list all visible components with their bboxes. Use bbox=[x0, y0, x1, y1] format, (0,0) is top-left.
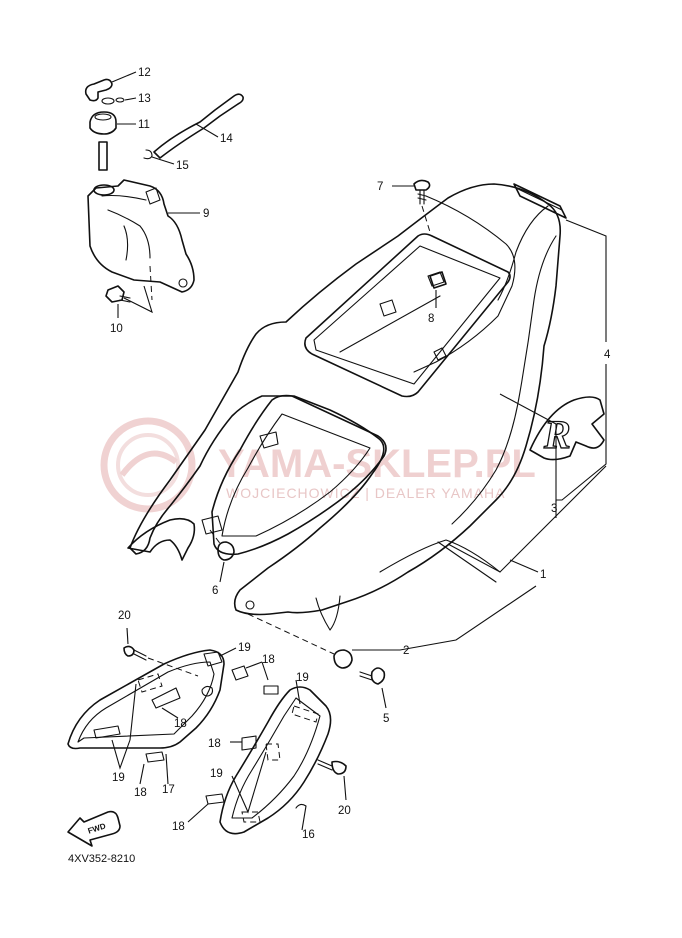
callout-18-d: 18 bbox=[134, 787, 147, 799]
seat-opening bbox=[304, 233, 511, 398]
hose-fitting-12 bbox=[84, 78, 113, 102]
callout-7: 7 bbox=[377, 181, 383, 193]
label-18-r1 bbox=[231, 665, 249, 681]
tank-assembly bbox=[84, 71, 244, 318]
callout-13: 13 bbox=[138, 93, 151, 105]
tail-cowling-1 bbox=[127, 183, 562, 631]
diagram-code: 4XV352-8210 bbox=[68, 853, 135, 865]
callout-12: 12 bbox=[138, 67, 151, 79]
watermark-subtitle: WOJCIECHOWICZ | DEALER YAMAHA bbox=[226, 485, 505, 501]
callout-19-b: 19 bbox=[296, 672, 309, 684]
screw-5 bbox=[359, 667, 387, 709]
screw-7 bbox=[392, 179, 431, 233]
grommet-6 bbox=[209, 529, 235, 583]
dealer-watermark: YAMA-SKLEP.PL WOJCIECHOWICZ | DEALER YAM… bbox=[100, 417, 536, 513]
callout-18-c: 18 bbox=[208, 738, 221, 750]
label-plate-4 bbox=[513, 183, 567, 219]
lower-recess bbox=[211, 394, 387, 556]
callout-15: 15 bbox=[176, 160, 189, 172]
callout-19-a: 19 bbox=[238, 642, 251, 654]
nut-8 bbox=[429, 271, 447, 289]
grommet-2 bbox=[247, 585, 537, 669]
breather-hose-14 bbox=[153, 93, 244, 159]
callout-4: 4 bbox=[604, 349, 611, 361]
callout-2: 2 bbox=[403, 645, 409, 657]
label-18-r3 bbox=[241, 735, 257, 751]
fwd-arrow-icon: FWD bbox=[67, 810, 121, 847]
callout-19-d: 19 bbox=[210, 768, 223, 780]
bolt-20-right bbox=[317, 759, 347, 801]
callout-17: 17 bbox=[162, 784, 175, 796]
callout-1: 1 bbox=[540, 569, 546, 581]
callout-16: 16 bbox=[302, 829, 315, 841]
callout-11: 11 bbox=[138, 119, 150, 131]
callout-14: 14 bbox=[220, 133, 233, 145]
side-cover-16 bbox=[219, 686, 332, 835]
label-18-left bbox=[145, 751, 165, 763]
emblem-3: R bbox=[529, 396, 605, 461]
clip-13 bbox=[101, 97, 115, 105]
watermark-brand: YAMA-SKLEP.PL bbox=[218, 442, 536, 486]
callout-18-e: 18 bbox=[172, 821, 185, 833]
callout-18-a: 18 bbox=[262, 654, 275, 666]
label-18-r2 bbox=[263, 685, 279, 695]
label-18-r4 bbox=[205, 793, 225, 805]
callout-19-c: 19 bbox=[112, 772, 125, 784]
callout-5: 5 bbox=[383, 713, 389, 725]
callout-9: 9 bbox=[203, 208, 209, 220]
callout-18-b: 18 bbox=[174, 718, 187, 730]
side-cover-17 bbox=[67, 649, 225, 750]
callout-20-left: 20 bbox=[118, 610, 131, 622]
tank-cap-11 bbox=[89, 111, 117, 135]
callout-10: 10 bbox=[110, 323, 123, 335]
bolt-20-left bbox=[123, 627, 199, 677]
callout-3: 3 bbox=[551, 503, 557, 515]
watermark-logo-icon bbox=[100, 417, 196, 513]
callout-8: 8 bbox=[428, 313, 434, 325]
callout-20-right: 20 bbox=[338, 805, 351, 817]
callout-6: 6 bbox=[212, 585, 218, 597]
bolt-10 bbox=[105, 285, 125, 303]
fwd-label: FWD bbox=[87, 821, 107, 835]
reservoir-tank-9 bbox=[87, 179, 195, 293]
